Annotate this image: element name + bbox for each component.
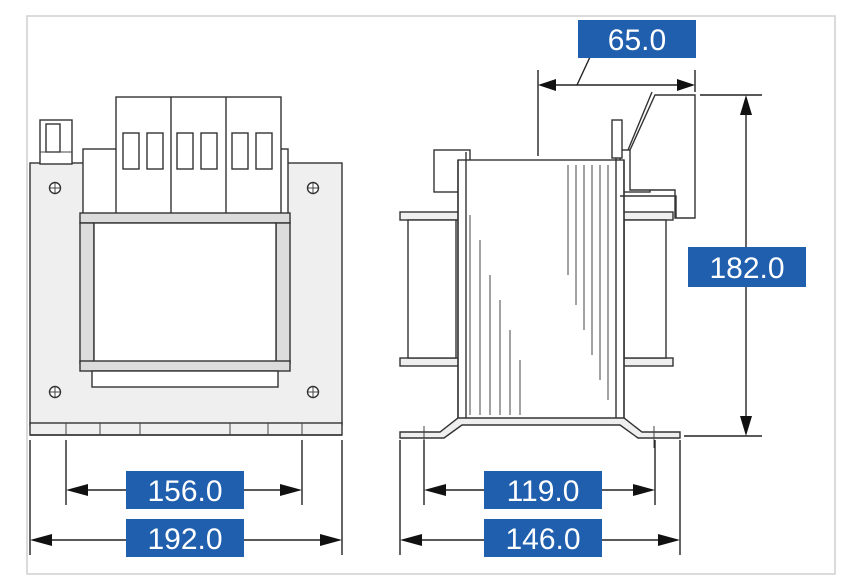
dim-label-146: 146.0: [484, 519, 602, 557]
dim-value-65: 65.0: [608, 24, 666, 57]
side-flange-top-right: [617, 211, 674, 221]
side-coil-hatching: [469, 165, 609, 415]
dim-label-192: 192.0: [126, 519, 244, 557]
dim-value-182: 182.0: [709, 252, 784, 285]
side-base-foot: [399, 417, 681, 448]
dim-label-65: 65.0: [578, 20, 696, 58]
front-screw-bottom-left: [48, 385, 62, 399]
side-core-left: [407, 219, 457, 359]
side-coil-body: [457, 159, 625, 423]
dim-65-lines: [537, 56, 696, 156]
dim-value-156: 156.0: [147, 475, 222, 508]
front-base-foot: [29, 422, 343, 436]
dim-value-119: 119.0: [507, 475, 580, 508]
front-screw-top-left: [48, 181, 62, 195]
side-core-right: [623, 219, 667, 359]
front-screw-bottom-right: [306, 385, 320, 399]
terminal-block: [115, 96, 282, 216]
side-flange-bottom-right: [617, 357, 674, 367]
dim-label-182: 182.0: [688, 247, 806, 287]
dim-label-156: 156.0: [126, 471, 244, 509]
side-flange-bottom-left: [399, 357, 467, 367]
drawing-border: [26, 15, 836, 575]
ground-tab: [39, 119, 73, 165]
side-view: [399, 91, 696, 448]
dim-label-119: 119.0: [484, 471, 602, 509]
side-flange-top-left: [399, 211, 467, 221]
dim-value-146: 146.0: [505, 523, 580, 556]
front-view: [29, 96, 343, 436]
front-screw-top-right: [306, 181, 320, 195]
side-terminal-bracket: [611, 91, 696, 219]
dim-value-192: 192.0: [147, 523, 222, 556]
front-coil: [79, 212, 291, 388]
